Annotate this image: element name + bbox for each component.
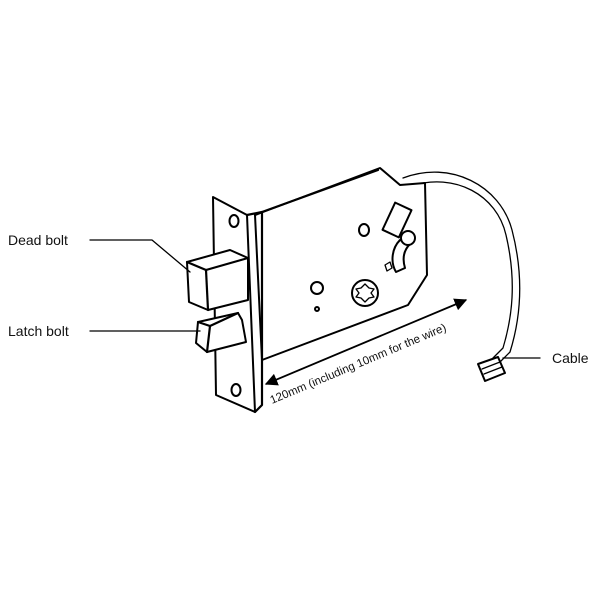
top-screw-hole — [228, 214, 240, 228]
dead-bolt-label: Dead bolt — [8, 232, 68, 248]
cable-label: Cable — [552, 350, 589, 366]
dead-bolt — [185, 249, 250, 312]
dead-bolt-leader — [89, 239, 191, 273]
bottom-screw-hole — [230, 383, 242, 397]
latch-bolt-label: Latch bolt — [8, 323, 69, 339]
latch-bolt — [195, 311, 247, 354]
cable-connector — [477, 356, 506, 382]
lock-case — [253, 167, 428, 361]
cable-wire — [402, 171, 521, 363]
dimension-arrow — [264, 298, 468, 386]
